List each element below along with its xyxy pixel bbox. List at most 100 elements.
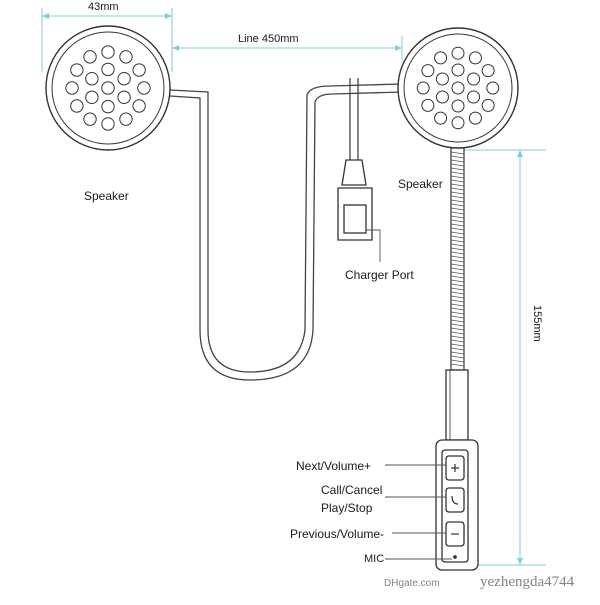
speaker-hole [468, 51, 482, 65]
speaker-right-label: Speaker [398, 177, 443, 191]
gooseneck-ring [450, 319, 465, 323]
gooseneck-ring [450, 299, 465, 303]
speaker-hole [101, 45, 115, 59]
speaker-hole [132, 63, 146, 77]
leader-charger [366, 229, 381, 262]
speaker-hole [70, 63, 84, 77]
gooseneck-ring [450, 347, 465, 351]
gooseneck-ring [450, 171, 465, 175]
arrowhead [172, 45, 179, 51]
mic-hole [453, 555, 457, 559]
arrowhead [517, 150, 523, 157]
gooseneck-ring [450, 167, 465, 171]
watermark-text: yezhengda4744 [480, 574, 575, 590]
speaker-hole [137, 81, 151, 95]
speaker-hole [451, 63, 465, 77]
gooseneck-ring [450, 279, 465, 283]
speaker-hole [451, 81, 465, 95]
call-play-button[interactable] [445, 487, 465, 513]
arrowhead [165, 13, 172, 19]
gooseneck-ring [450, 231, 465, 235]
gooseneck-ring [450, 183, 465, 187]
boom-length-label: 155mm [531, 305, 543, 342]
speaker-hole [101, 62, 115, 77]
gooseneck-ring [450, 263, 465, 267]
gooseneck-ring [450, 163, 465, 167]
gooseneck-ring [450, 295, 465, 299]
speaker-hole [421, 64, 435, 78]
gooseneck-ring [450, 203, 465, 207]
gooseneck-ring [450, 315, 465, 319]
boom-base [445, 369, 469, 441]
arrowhead [395, 45, 402, 51]
gooseneck-ring [450, 243, 465, 247]
gooseneck-ring [450, 303, 465, 307]
gooseneck-ring [450, 363, 465, 367]
gooseneck-ring [450, 351, 465, 355]
cable-left-speaker-inner [169, 91, 403, 381]
gooseneck-ring [450, 251, 465, 255]
speaker-hole [101, 99, 115, 114]
speaker-hole [435, 90, 449, 104]
speaker-hole [451, 46, 465, 60]
arrowhead [517, 558, 523, 565]
speaker-hole [70, 99, 84, 113]
gooseneck-ring [450, 159, 465, 163]
gooseneck-ring [450, 207, 465, 211]
speaker-inner-ring [403, 33, 513, 143]
gooseneck-ring [450, 283, 465, 287]
gooseneck-rings [450, 151, 465, 367]
gooseneck-ring [450, 307, 465, 311]
arrowheads [42, 13, 523, 565]
speaker-hole [467, 90, 481, 104]
gooseneck-ring [450, 259, 465, 263]
speaker-hole [85, 90, 99, 105]
speaker-hole [83, 112, 97, 126]
speaker-hole [467, 72, 481, 86]
gooseneck-ring [450, 247, 465, 251]
speaker-hole [434, 111, 448, 125]
gooseneck-ring [450, 219, 465, 223]
gooseneck-ring [450, 287, 465, 291]
dimension-lines [41, 8, 546, 566]
speaker-hole [65, 81, 79, 95]
speaker-outer-ring [397, 27, 519, 149]
speaker-width-label: 43mm [88, 1, 119, 13]
gooseneck-ring [450, 323, 465, 327]
speaker-hole [119, 50, 133, 64]
gooseneck-ring [450, 255, 465, 259]
gooseneck-ring [450, 291, 465, 295]
arrowhead [42, 13, 49, 19]
speaker-hole [481, 64, 495, 78]
gooseneck-ring [450, 335, 465, 339]
speaker-hole [486, 81, 500, 95]
speaker-hole [416, 81, 430, 95]
charger-port-body [337, 187, 373, 241]
gooseneck-ring [450, 211, 465, 215]
cables [169, 78, 403, 381]
gooseneck-boom [450, 147, 465, 371]
gooseneck-ring [450, 155, 465, 159]
gooseneck-ring [450, 191, 465, 195]
gooseneck-ring [450, 235, 465, 239]
speaker-hole [468, 111, 482, 125]
gooseneck-ring [450, 343, 465, 347]
speaker-hole [451, 99, 465, 113]
remote-control [435, 439, 479, 571]
cable-left-speaker [169, 83, 403, 373]
gooseneck-ring [450, 359, 465, 363]
speaker-hole [451, 116, 465, 130]
call-cancel-label: Call/Cancel [321, 483, 383, 497]
speaker-hole [83, 50, 97, 64]
speaker-hole [435, 72, 449, 86]
gooseneck-ring [450, 331, 465, 335]
speaker-left [45, 25, 171, 151]
speaker-hole [434, 51, 448, 65]
gooseneck-ring [450, 199, 465, 203]
gooseneck-ring [450, 195, 465, 199]
gooseneck-ring [450, 239, 465, 243]
gooseneck-ring [450, 227, 465, 231]
boom-collar [445, 369, 469, 441]
next-volume-label: Next/Volume+ [296, 459, 372, 473]
